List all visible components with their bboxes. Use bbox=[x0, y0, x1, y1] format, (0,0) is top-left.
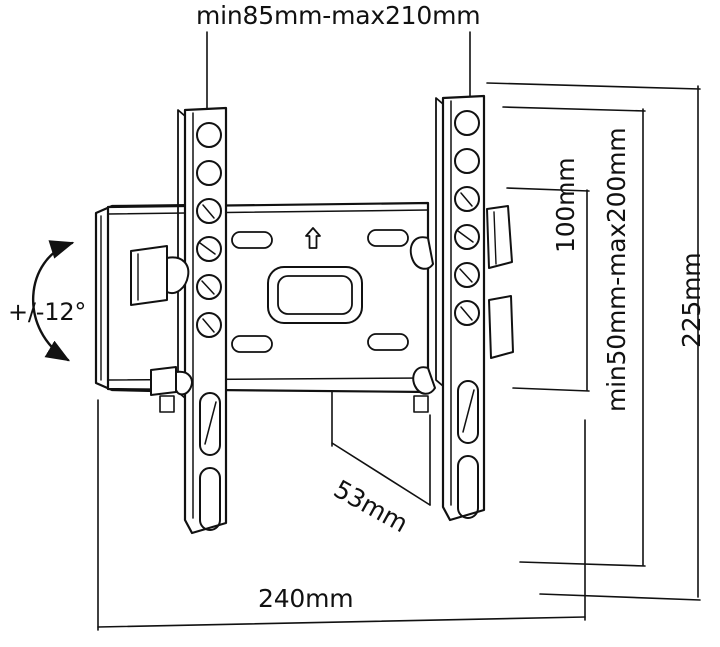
rail-right-slot-1-shade bbox=[462, 389, 475, 433]
rail-left-body bbox=[183, 106, 228, 535]
bolt-left-body bbox=[150, 366, 177, 396]
rail-right-hole-1 bbox=[454, 110, 480, 136]
rail-right-hole-5 bbox=[454, 262, 480, 288]
rail-right-hole-2 bbox=[454, 148, 480, 174]
rail-left-side-flange bbox=[177, 109, 186, 399]
bracket-bar-top-rib bbox=[107, 209, 429, 215]
rail-left-hole-5 bbox=[196, 274, 222, 300]
ext-100-bottom bbox=[512, 387, 590, 392]
center-cutout-outer bbox=[267, 266, 363, 324]
knob-right-rib bbox=[493, 211, 497, 265]
knob-left-body bbox=[130, 245, 168, 306]
bolt-right-wing bbox=[412, 366, 436, 395]
rail-left-hole-6 bbox=[196, 312, 222, 338]
dimension-label-overall-height: 225mm bbox=[677, 252, 706, 348]
bolt-left-wing bbox=[175, 370, 193, 396]
rail-right-hole-4 bbox=[454, 224, 480, 250]
bracket-slot-top-left bbox=[231, 231, 273, 249]
rail-right-hole-3 bbox=[454, 186, 480, 212]
rail-right-hole-4-shade bbox=[457, 230, 474, 243]
knob-left-wing bbox=[166, 256, 190, 294]
rail-right-hole-5-shade bbox=[459, 268, 473, 283]
rail-left-slot-1 bbox=[199, 392, 221, 456]
rail-left-hole-1 bbox=[196, 122, 222, 148]
dimension-lines bbox=[97, 31, 701, 631]
dimension-label-top-width: min85mm-max210mm bbox=[196, 1, 481, 30]
vesa-rail-right bbox=[435, 94, 486, 522]
rail-left-slot-1-shade bbox=[204, 401, 217, 445]
ext-100-top bbox=[506, 187, 590, 192]
ext-225-top bbox=[486, 82, 701, 90]
rail-left-hole-4-shade bbox=[199, 242, 216, 255]
rail-left-hole-3-shade bbox=[202, 204, 215, 219]
rail-left-hole-4 bbox=[196, 236, 222, 262]
dimension-label-tilt-angle: +/-12° bbox=[8, 298, 87, 326]
rail-right-side-flange bbox=[435, 97, 444, 387]
bracket-slot-top-right bbox=[367, 229, 409, 247]
rail-right-slot-1 bbox=[457, 380, 479, 444]
knob-right-wing bbox=[409, 236, 434, 270]
dimension-label-inner-height: 100mm bbox=[551, 157, 580, 253]
bolt-left-tab bbox=[159, 395, 175, 413]
ext-200-bottom bbox=[519, 561, 646, 567]
rail-right-slot-2 bbox=[457, 455, 479, 519]
ext-200-top bbox=[502, 106, 646, 112]
tilt-hardware bbox=[130, 205, 514, 413]
rail-right-hole-3-shade bbox=[460, 192, 473, 207]
rail-left-hole-6-shade bbox=[202, 318, 215, 333]
knob-right-body bbox=[486, 205, 513, 269]
rail-right-hole-6 bbox=[454, 300, 480, 326]
bolt-right-body bbox=[488, 295, 514, 359]
ext-225-bottom bbox=[539, 593, 701, 601]
rail-right-body bbox=[441, 94, 486, 522]
dim-240-line bbox=[97, 616, 586, 628]
dim-53-line bbox=[331, 442, 431, 506]
tilt-angle-arc bbox=[32, 240, 75, 362]
bracket-slot-bottom-left bbox=[231, 335, 273, 353]
bolt-right-tab bbox=[413, 395, 429, 413]
rail-left-hole-3 bbox=[196, 198, 222, 224]
tilt-arc-path bbox=[32, 240, 75, 362]
rail-left-slot-2 bbox=[199, 467, 221, 531]
vesa-rail-left bbox=[177, 106, 228, 535]
dimension-label-vesa-height: min50mm-max200mm bbox=[602, 127, 631, 412]
rail-right-hole-6-shade bbox=[460, 306, 473, 321]
rail-left-hole-2 bbox=[196, 160, 222, 186]
rail-left-hole-5-shade bbox=[201, 280, 215, 295]
center-cutout-inner bbox=[277, 275, 353, 315]
bracket-slot-bottom-right bbox=[367, 333, 409, 351]
dimension-label-overall-width: 240mm bbox=[258, 584, 354, 613]
up-arrow-icon bbox=[305, 227, 321, 249]
